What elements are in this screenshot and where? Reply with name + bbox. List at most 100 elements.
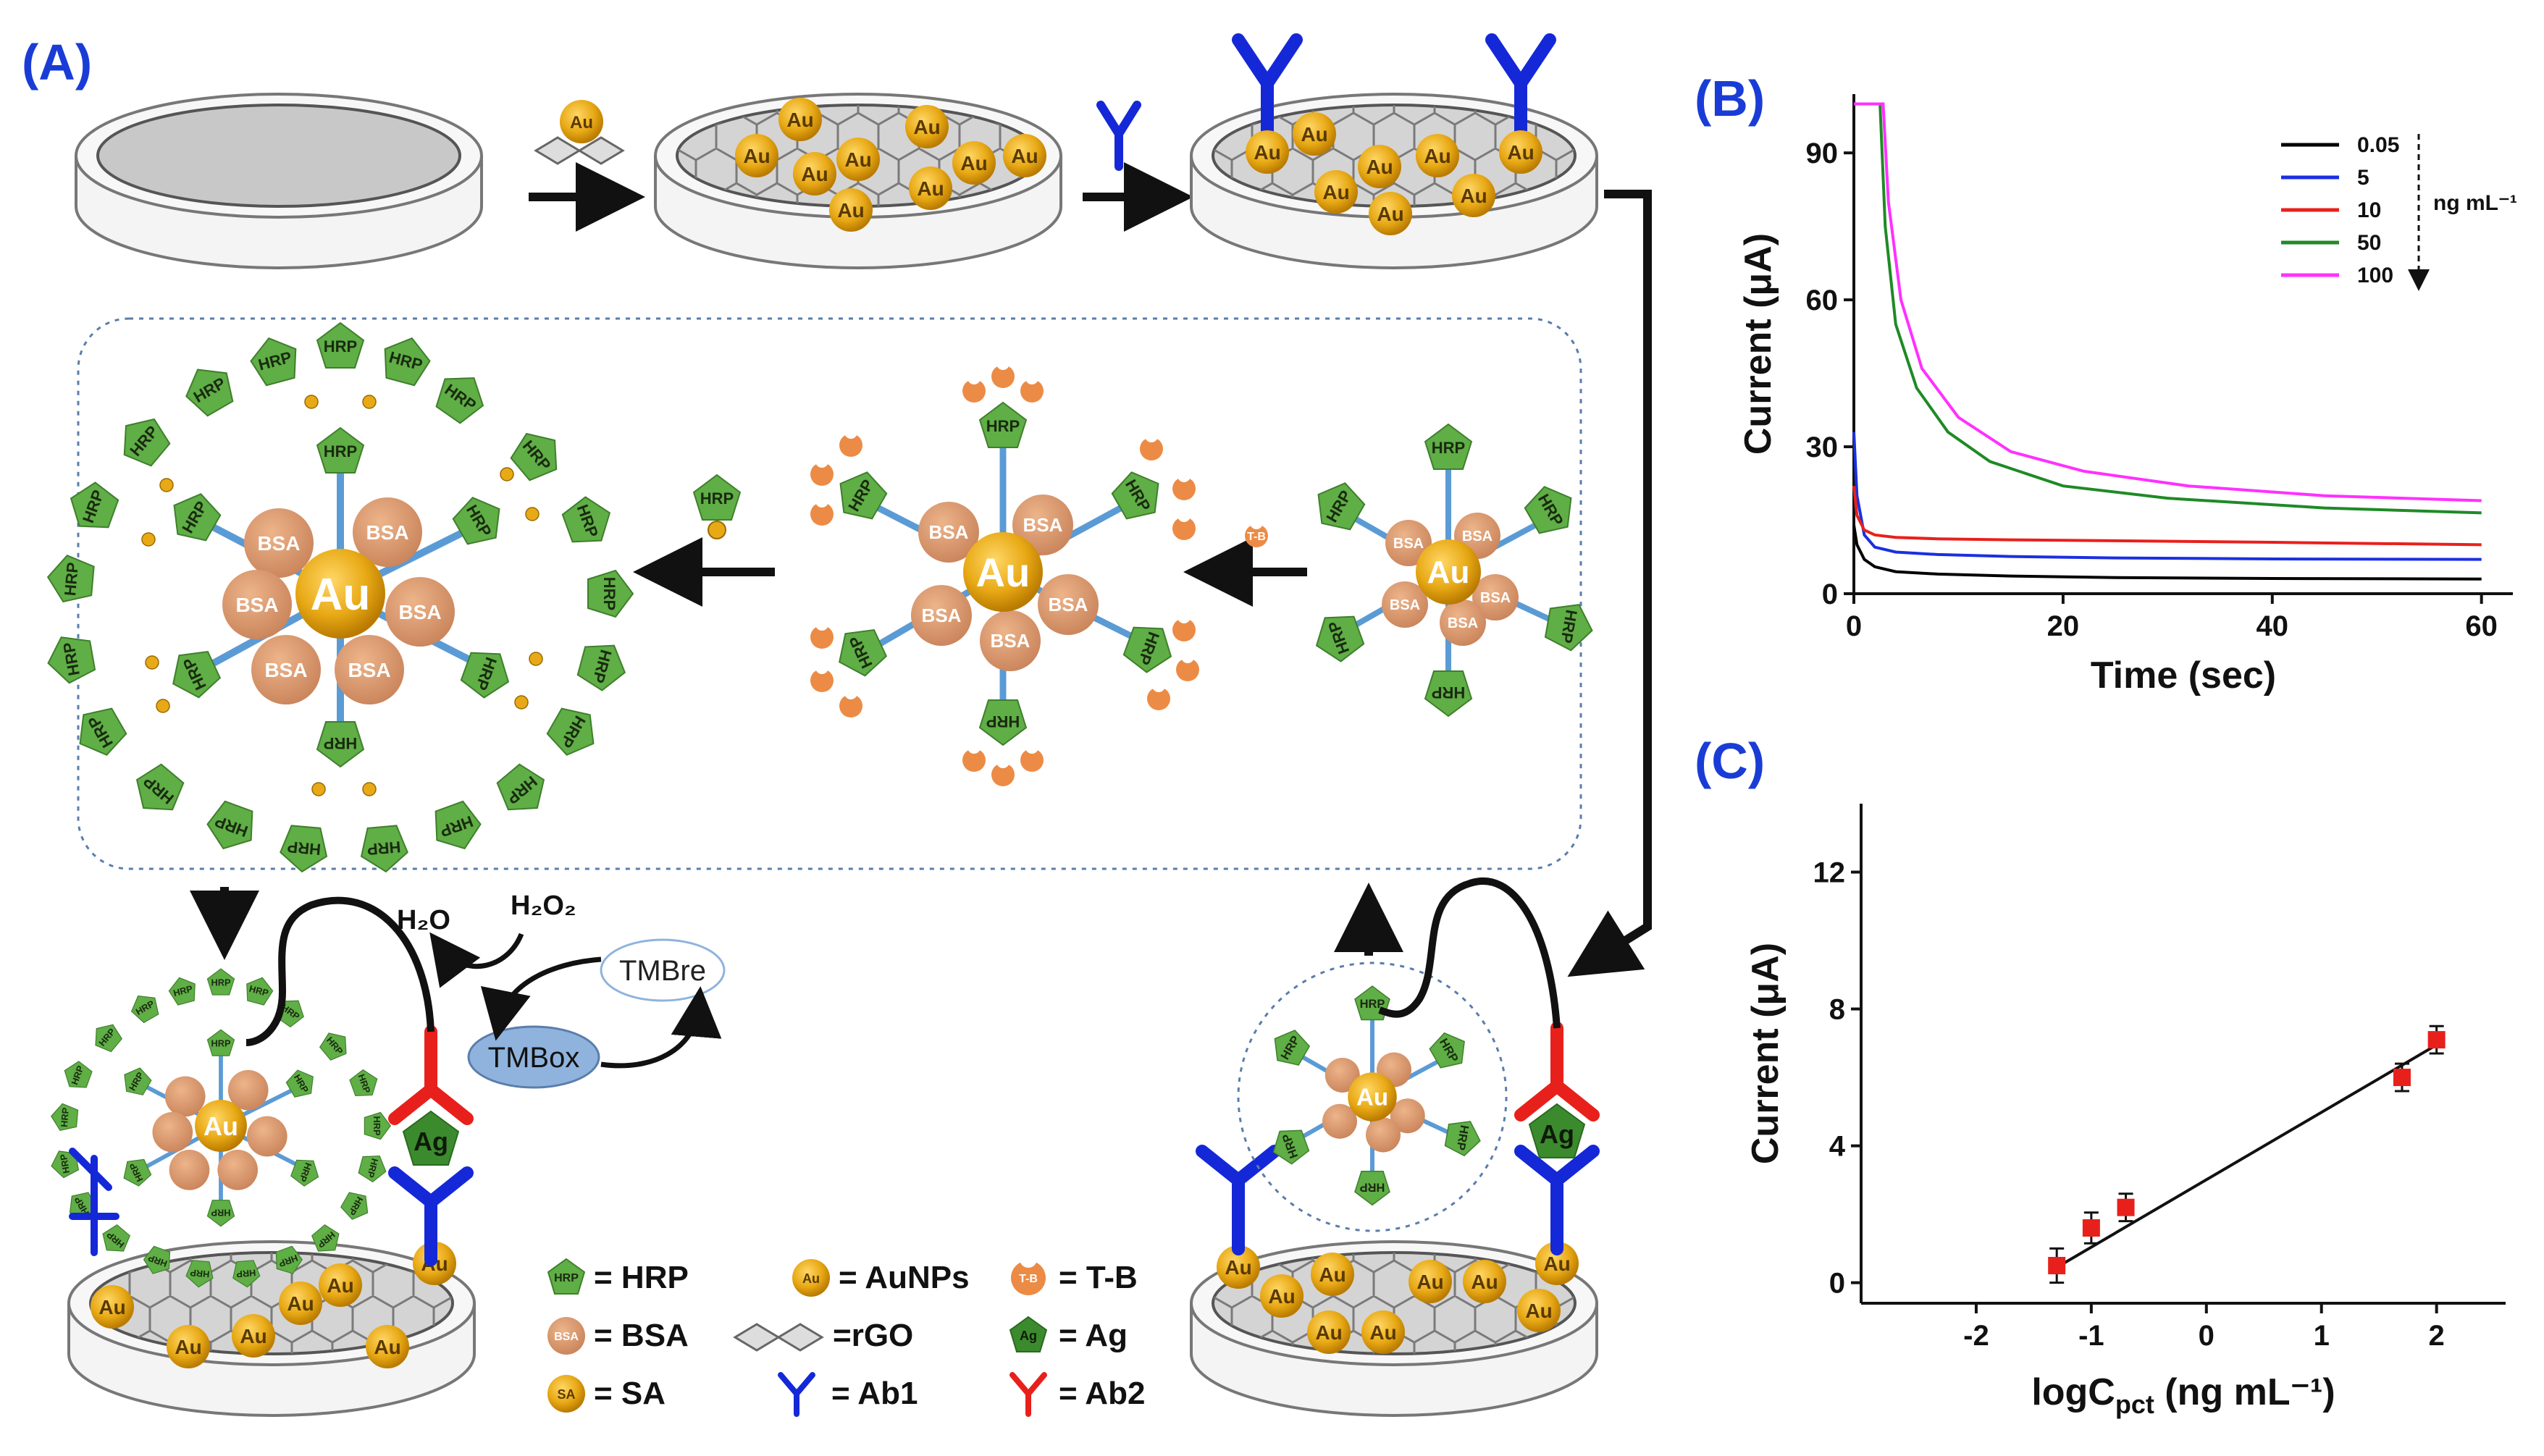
svg-text:Au: Au xyxy=(1225,1256,1251,1279)
dish-ab1: Au Au Au Au Au Au Au Au xyxy=(1190,33,1598,269)
svg-text:Au: Au xyxy=(1416,1271,1443,1293)
legend-a: HRP = HRP BSA = BSA SA = SA Au = AuNPs =… xyxy=(547,1250,1145,1417)
svg-text:BSA: BSA xyxy=(348,659,390,681)
y-tick-label: 90 xyxy=(1806,138,1839,169)
arrow-add-hrp-sa xyxy=(633,474,775,607)
y-tick-label: 4 xyxy=(1829,1131,1846,1163)
svg-text:Au: Au xyxy=(374,1336,400,1358)
svg-text:BSA: BSA xyxy=(1390,597,1420,613)
svg-text:Au: Au xyxy=(1315,1321,1342,1344)
y-tick-label: 12 xyxy=(1813,857,1846,889)
legend-label-5: 5 xyxy=(2357,166,2369,190)
svg-text:BSA: BSA xyxy=(1049,594,1088,615)
panel-b-label: (B) xyxy=(1695,70,1765,127)
panel-a: (A) Au Au Au Au Au Au Au Au Au xyxy=(22,33,1652,1417)
svg-text:BSA: BSA xyxy=(264,659,307,681)
arrow-add-aunps: Au xyxy=(529,100,645,232)
y-tick-label: 8 xyxy=(1829,994,1845,1026)
svg-text:Au: Au xyxy=(1254,141,1280,164)
legend-ag: Ag = Ag xyxy=(1009,1316,1128,1353)
tmbox-node: TMBox xyxy=(467,1025,600,1089)
svg-text:TMBre: TMBre xyxy=(619,955,706,987)
svg-text:BSA: BSA xyxy=(922,605,962,626)
svg-text:T-B: T-B xyxy=(1247,531,1266,543)
data-point xyxy=(2082,1219,2100,1237)
svg-text:BSA: BSA xyxy=(991,630,1030,652)
svg-text:TMBox: TMBox xyxy=(488,1042,580,1074)
legend-ab2: = Ab2 xyxy=(1009,1372,1145,1417)
svg-text:T-B: T-B xyxy=(1019,1273,1038,1285)
conjugate-small: BSA BSA BSA BSA BSA Au xyxy=(1306,424,1598,717)
data-point xyxy=(2393,1069,2411,1087)
y-axis-title: Current (μA) xyxy=(1745,943,1787,1164)
svg-text:= HRP: = HRP xyxy=(594,1260,689,1295)
svg-text:Au: Au xyxy=(1471,1271,1498,1293)
svg-text:= AuNPs: = AuNPs xyxy=(839,1260,970,1295)
sensor-final: Au Au Au Au Au Au Au xyxy=(49,896,476,1417)
svg-text:Au: Au xyxy=(1427,555,1470,590)
x-tick-label: 40 xyxy=(2257,610,2289,642)
reaction-cycle: H₂O H₂O₂ TMBre TMBox xyxy=(397,891,726,1089)
arrow-add-ab1 xyxy=(1083,101,1193,232)
legend-unit: ng mL⁻¹ xyxy=(2433,191,2517,215)
h2o2-label: H₂O₂ xyxy=(511,891,576,921)
svg-text:Au: Au xyxy=(786,109,813,131)
svg-text:Au: Au xyxy=(917,177,944,200)
svg-text:Au: Au xyxy=(1319,1263,1346,1286)
aunp-group: Au Au Au Au Au Au Au Au Au xyxy=(735,98,1046,232)
x-tick-label: 2 xyxy=(2429,1320,2445,1352)
data-point xyxy=(2048,1257,2066,1275)
legend-label-50: 50 xyxy=(2357,231,2381,255)
svg-text:BSA: BSA xyxy=(554,1331,579,1343)
svg-text:Au: Au xyxy=(327,1274,353,1297)
svg-text:BSA: BSA xyxy=(235,594,278,616)
x-tick-label: 60 xyxy=(2465,610,2498,642)
svg-text:= Ab1: = Ab1 xyxy=(831,1376,918,1411)
series-line-0.05 xyxy=(1852,524,2482,581)
conjugate-full: BSA BSA BSA BSA BSA BSA Au xyxy=(43,322,634,875)
legend-label-100: 100 xyxy=(2357,264,2393,287)
dish-aunps: Au Au Au Au Au Au Au Au Au xyxy=(654,93,1062,269)
y-tick-label: 0 xyxy=(1829,1268,1845,1300)
x-axis-title: logCpct (ng mL⁻¹) xyxy=(2031,1371,2335,1419)
data-point xyxy=(2117,1198,2135,1216)
svg-text:BSA: BSA xyxy=(398,601,441,623)
svg-text:BSA: BSA xyxy=(1480,590,1511,606)
panel-c-label: (C) xyxy=(1695,733,1765,789)
svg-text:BSA: BSA xyxy=(1023,514,1063,536)
h2o-label: H₂O xyxy=(397,905,450,935)
au-particle-icon: Au xyxy=(560,100,603,143)
svg-text:Au: Au xyxy=(1460,185,1487,207)
data-point xyxy=(2427,1031,2446,1049)
svg-text:= Ag: = Ag xyxy=(1059,1318,1128,1353)
connector-arrow xyxy=(1567,190,1652,977)
dish-bare xyxy=(75,93,483,269)
series-line-10 xyxy=(1852,485,2482,547)
svg-text:= BSA: = BSA xyxy=(594,1318,689,1353)
legend-sa: SA = SA xyxy=(547,1375,666,1413)
svg-text:Ag: Ag xyxy=(1540,1119,1574,1149)
svg-text:Au: Au xyxy=(570,113,593,132)
svg-text:Au: Au xyxy=(175,1336,201,1358)
y-tick-label: 30 xyxy=(1806,432,1839,463)
svg-text:Au: Au xyxy=(98,1296,125,1318)
svg-text:Au: Au xyxy=(1011,145,1038,167)
svg-text:Au: Au xyxy=(1525,1300,1552,1322)
svg-text:Au: Au xyxy=(801,163,828,185)
svg-text:Au: Au xyxy=(913,116,940,138)
series-line-100 xyxy=(1854,102,2482,502)
svg-text:BSA: BSA xyxy=(1393,536,1424,552)
arrow-add-tb: T-B xyxy=(1183,516,1307,607)
svg-text:Au: Au xyxy=(960,152,987,174)
svg-text:Au: Au xyxy=(287,1292,314,1315)
rgo-icon xyxy=(534,136,625,165)
y-tick-label: 0 xyxy=(1822,578,1838,610)
series-line-5 xyxy=(1852,432,2482,561)
legend-tb: T-B = T-B xyxy=(1011,1250,1138,1295)
svg-text:BSA: BSA xyxy=(366,521,408,544)
svg-text:Au: Au xyxy=(240,1325,266,1347)
svg-text:Au: Au xyxy=(203,1111,238,1141)
svg-text:Au: Au xyxy=(1268,1285,1295,1308)
